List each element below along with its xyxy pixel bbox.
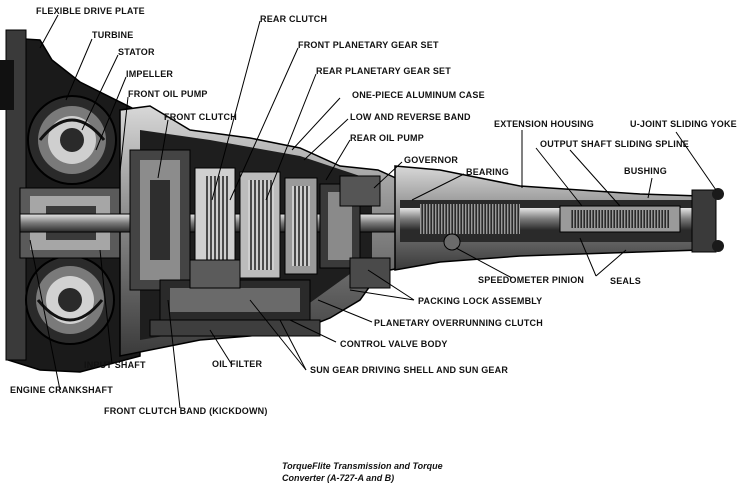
- label-bearing: BEARING: [466, 167, 509, 177]
- label-speedometer-pinion: SPEEDOMETER PINION: [478, 275, 585, 285]
- label-control-valve-body: CONTROL VALVE BODY: [340, 339, 448, 349]
- label-stator: STATOR: [118, 47, 155, 57]
- label-front-clutch-band: FRONT CLUTCH BAND (KICKDOWN): [104, 406, 268, 416]
- leader-lines: [29, 14, 717, 409]
- extension-housing-body: [394, 165, 701, 271]
- label-front-clutch: FRONT CLUTCH: [164, 112, 237, 122]
- label-rear-oil-pump: REAR OIL PUMP: [350, 133, 424, 143]
- label-impeller: IMPELLER: [126, 69, 174, 79]
- label-packing-lock-assembly: PACKING LOCK ASSEMBLY: [418, 296, 543, 306]
- converter-lower-lobe: [25, 255, 115, 345]
- label-front-planetary-gear-set: FRONT PLANETARY GEAR SET: [298, 40, 439, 50]
- governor-assembly: [339, 175, 391, 289]
- label-turbine: TURBINE: [92, 30, 134, 40]
- figure-caption-line-1: TorqueFlite Transmission and Torque: [282, 461, 443, 471]
- converter-upper-lobe: [27, 95, 117, 185]
- label-governor: GOVERNOR: [404, 155, 459, 165]
- label-sun-gear-driving-shell: SUN GEAR DRIVING SHELL AND SUN GEAR: [310, 365, 509, 375]
- label-planetary-overrunning-clutch: PLANETARY OVERRUNNING CLUTCH: [374, 318, 543, 328]
- label-flexible-drive-plate: FLEXIBLE DRIVE PLATE: [36, 6, 145, 16]
- label-seals: SEALS: [610, 276, 642, 286]
- valve-body-and-oil-pan: [149, 259, 321, 337]
- figure-caption-line-2: Converter (A-727-A and B): [282, 473, 395, 483]
- label-output-shaft-sliding-spline: OUTPUT SHAFT SLIDING SPLINE: [540, 139, 689, 149]
- label-u-joint-sliding-yoke: U-JOINT SLIDING YOKE: [630, 119, 737, 129]
- speedometer-pinion-gear: [443, 233, 461, 251]
- label-oil-filter: OIL FILTER: [212, 359, 263, 369]
- label-engine-crankshaft: ENGINE CRANKSHAFT: [10, 385, 113, 395]
- label-low-and-reverse-band: LOW AND REVERSE BAND: [350, 112, 471, 122]
- clutch-and-gear-assembly: [129, 149, 361, 291]
- label-extension-housing: EXTENSION HOUSING: [494, 119, 594, 129]
- label-rear-clutch: REAR CLUTCH: [260, 14, 328, 24]
- label-front-oil-pump: FRONT OIL PUMP: [128, 89, 208, 99]
- label-rear-planetary-gear-set: REAR PLANETARY GEAR SET: [316, 66, 451, 76]
- label-one-piece-aluminum-case: ONE-PIECE ALUMINUM CASE: [352, 90, 485, 100]
- label-input-shaft: INPUT SHAFT: [84, 360, 146, 370]
- u-joint-yoke: [691, 188, 724, 253]
- label-bushing: BUSHING: [624, 166, 667, 176]
